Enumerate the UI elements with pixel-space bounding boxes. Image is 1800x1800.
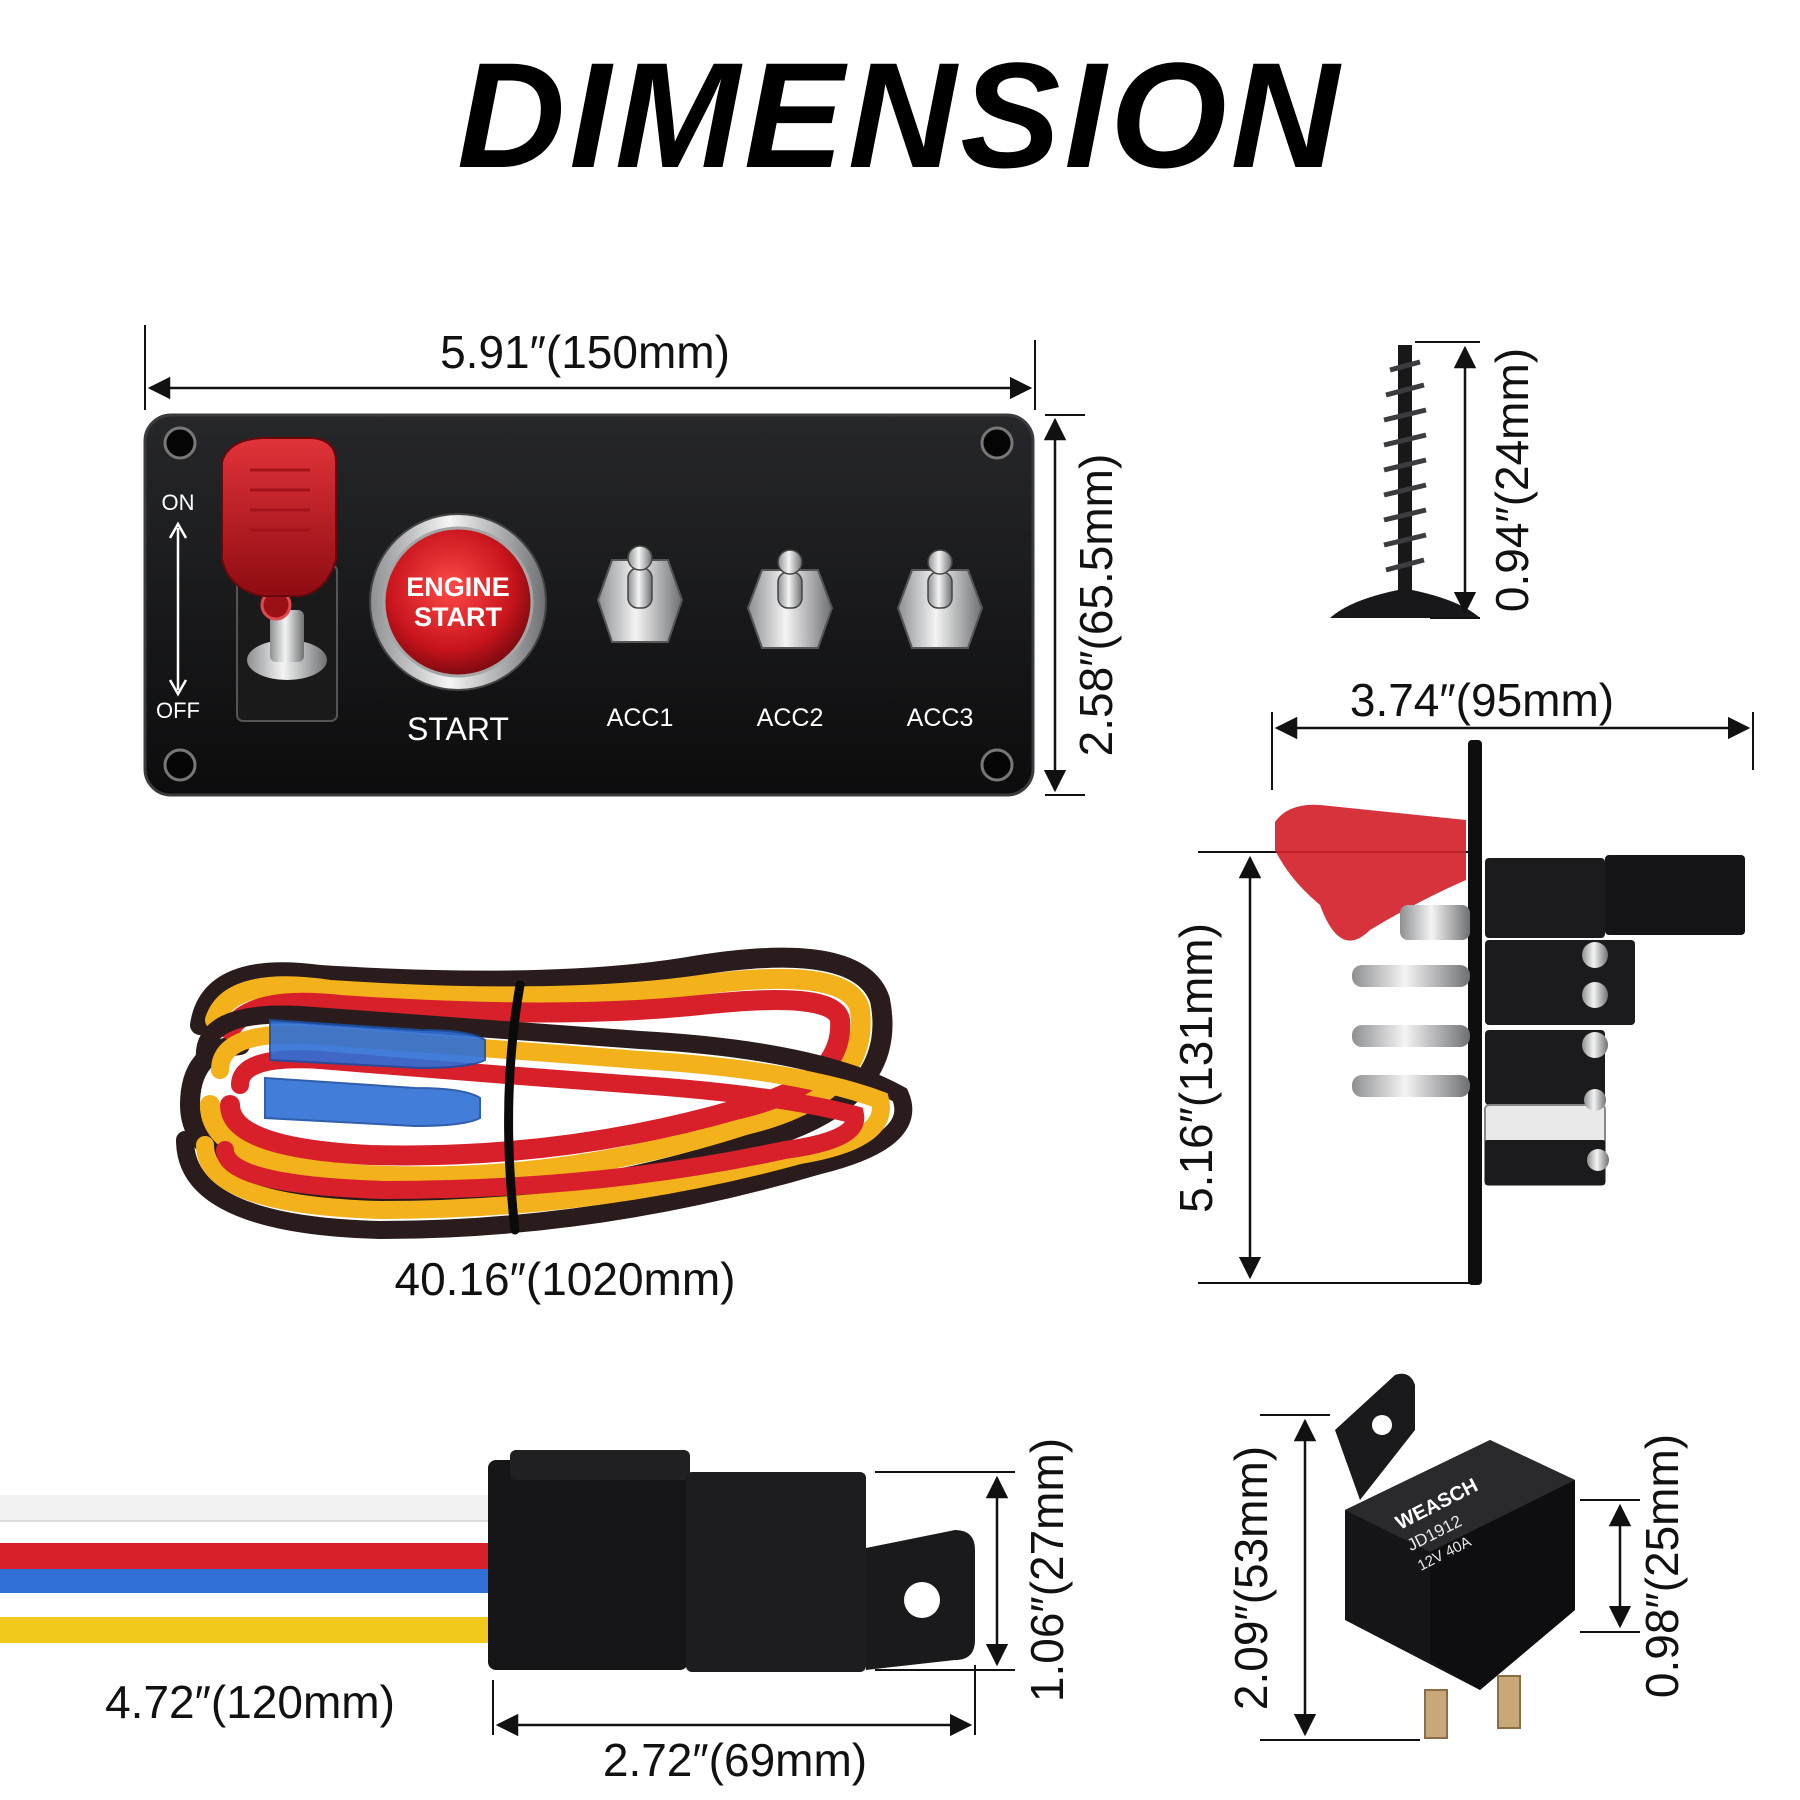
acc2-toggle-switch[interactable] bbox=[746, 549, 834, 649]
acc2-label: ACC2 bbox=[757, 704, 824, 732]
acc3-toggle-switch[interactable] bbox=[896, 549, 984, 649]
relay-socket-with-wires: 1.06″(27mm) 2.72″(69mm) bbox=[0, 1438, 1073, 1786]
page-title: DIMENSION bbox=[456, 31, 1344, 199]
acc1-label: ACC1 bbox=[607, 704, 674, 732]
side-depth-label: 3.74″(95mm) bbox=[1350, 674, 1614, 726]
socket-height-label: 1.06″(27mm) bbox=[1021, 1438, 1073, 1702]
acc1-toggle-switch[interactable] bbox=[596, 545, 684, 643]
screw-length-label: 0.94″(24mm) bbox=[1486, 348, 1538, 612]
engine-start-line1: ENGINE bbox=[406, 572, 510, 602]
mounting-screw: 0.94″(24mm) bbox=[1330, 341, 1538, 619]
side-height-label: 5.16″(131mm) bbox=[1170, 923, 1222, 1213]
panel-width-label: 5.91″(150mm) bbox=[440, 326, 730, 378]
relay-module: WEASCH JD1912 12V 40A 2.09″(53mm) 0.98″(… bbox=[1225, 1373, 1688, 1741]
relay-width-label: 0.98″(25mm) bbox=[1636, 1434, 1688, 1698]
on-label: ON bbox=[162, 490, 195, 515]
socket-length-label: 2.72″(69mm) bbox=[603, 1734, 867, 1786]
acc3-label: ACC3 bbox=[907, 704, 974, 732]
harness-length-label: 40.16″(1020mm) bbox=[394, 1253, 735, 1305]
corner-screw-icon bbox=[163, 426, 1014, 782]
relay-height-label: 2.09″(53mm) bbox=[1225, 1446, 1277, 1710]
panel-side-view: 3.74″(95mm) 5.16″(131mm) bbox=[1170, 674, 1754, 1285]
wire-harness-coil bbox=[176, 947, 913, 1240]
off-label: OFF bbox=[156, 698, 200, 723]
start-label: START bbox=[407, 711, 509, 747]
socket-wire-length-label: 4.72″(120mm) bbox=[105, 1676, 395, 1728]
switch-panel-front: 5.91″(150mm) 2.58″(65.5mm) ON OFF bbox=[143, 325, 1122, 797]
ignition-toggle-with-cover[interactable] bbox=[221, 437, 338, 722]
panel-plate bbox=[143, 413, 1035, 797]
panel-height-label: 2.58″(65.5mm) bbox=[1070, 454, 1122, 757]
engine-start-button[interactable]: ENGINE START bbox=[369, 513, 547, 691]
engine-start-line2: START bbox=[414, 602, 502, 632]
